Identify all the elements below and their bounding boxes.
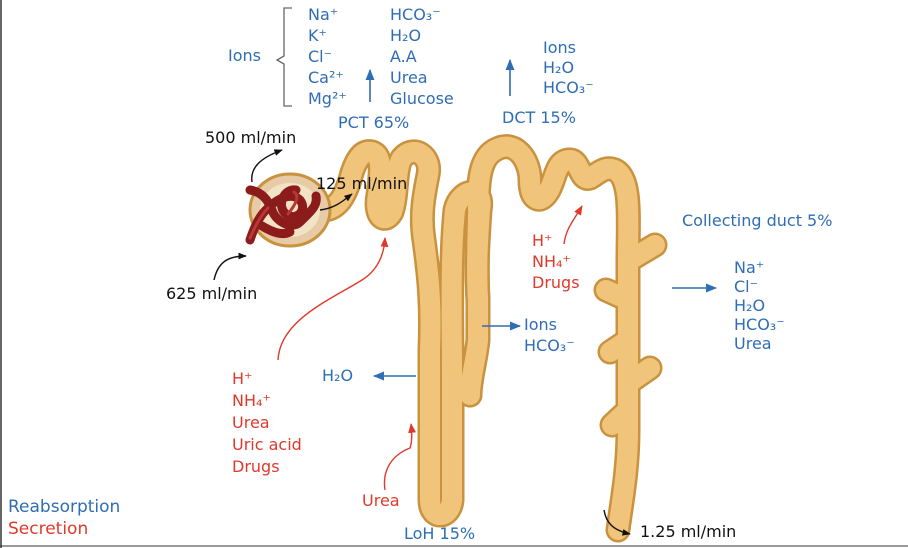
dct-solute: H₂O (543, 58, 575, 77)
loh-solute: HCO₃⁻ (524, 336, 575, 355)
collecting-duct-caption: Collecting duct 5% (682, 211, 833, 230)
renal-blood-flow-label: 625 ml/min (166, 284, 258, 303)
dct-caption: DCT 15% (502, 108, 576, 127)
loh-solute: Ions (524, 315, 557, 334)
pct-solute: A.A (390, 47, 417, 66)
pct-caption: PCT 65% (338, 113, 410, 132)
collecting-duct-solute: H₂O (734, 296, 766, 315)
collecting-duct-solute: Urea (734, 334, 772, 353)
loh-urea-label: Urea (362, 491, 400, 510)
dct-secretion-list: H⁺ NH₄⁺ Drugs (532, 230, 580, 293)
collecting-duct-solute: Cl⁻ (734, 277, 759, 296)
pct-solute: Glucose (390, 89, 454, 108)
pct-secreted-substance: Drugs (232, 457, 280, 476)
pct-secreted-substance: Uric acid (232, 435, 302, 454)
pct-ion: Mg²⁺ (308, 89, 347, 108)
renal-blood-arrow (213, 252, 247, 281)
dct-reabsorption-list: Ions H₂O HCO₃⁻ (543, 38, 594, 98)
renal-plasma-flow-label: 500 ml/min (205, 128, 297, 147)
pct-secreted-substance: H⁺ (232, 369, 253, 388)
pct-ion: Cl⁻ (308, 47, 333, 66)
gfr-arrow (319, 193, 353, 211)
collecting-duct-solute: Na⁺ (734, 258, 765, 277)
pct-solute: HCO₃⁻ (390, 5, 441, 24)
dct-secreted-substance: H⁺ (532, 231, 553, 250)
urine-arrow (603, 509, 631, 536)
pct-ion: Na⁺ (308, 5, 339, 24)
pct-ion: K⁺ (308, 26, 327, 45)
dct-solute: HCO₃⁻ (543, 78, 594, 97)
loh-urea-secretion-arrow (383, 423, 416, 491)
pct-solute: H₂O (390, 26, 422, 45)
pct-ions-label: Ions (228, 46, 261, 65)
pct-secretion-list: H⁺ NH₄⁺ Urea Uric acid Drugs (232, 368, 302, 478)
pct-secreted-substance: Urea (232, 413, 270, 432)
pct-secretion-arrow (277, 237, 389, 361)
loh-caption: LoH 15% (404, 524, 476, 543)
legend-secretion: Secretion (8, 519, 89, 539)
dct-secreted-substance: NH₄⁺ (532, 252, 571, 271)
renal-plasma-arrow (251, 149, 283, 183)
pct-ions-brace (275, 7, 292, 107)
loh-ions-list: Ions HCO₃⁻ (524, 314, 575, 356)
collecting-duct-solute: HCO₃⁻ (734, 315, 785, 334)
gfr-label: 125 ml/min (316, 174, 408, 193)
nephron-tubule (305, 134, 668, 543)
pct-ions-list-1: Na⁺ K⁺ Cl⁻ Ca²⁺ Mg²⁺ (308, 4, 347, 109)
glomerulus (245, 172, 332, 248)
loh-water-label: H₂O (322, 366, 354, 385)
dct-secretion-arrow (563, 205, 583, 245)
urine-flow-label: 1.25 ml/min (640, 522, 737, 541)
pct-secreted-substance: NH₄⁺ (232, 391, 271, 410)
dct-solute: Ions (543, 38, 576, 57)
collecting-duct-list: Na⁺ Cl⁻ H₂O HCO₃⁻ Urea (734, 258, 785, 353)
pct-ions-list-2: HCO₃⁻ H₂O A.A Urea Glucose (390, 4, 454, 109)
dct-secreted-substance: Drugs (532, 273, 580, 292)
pct-solute: Urea (390, 68, 428, 87)
legend-reabsorption: Reabsorption (8, 497, 121, 517)
pct-ion: Ca²⁺ (308, 68, 344, 87)
